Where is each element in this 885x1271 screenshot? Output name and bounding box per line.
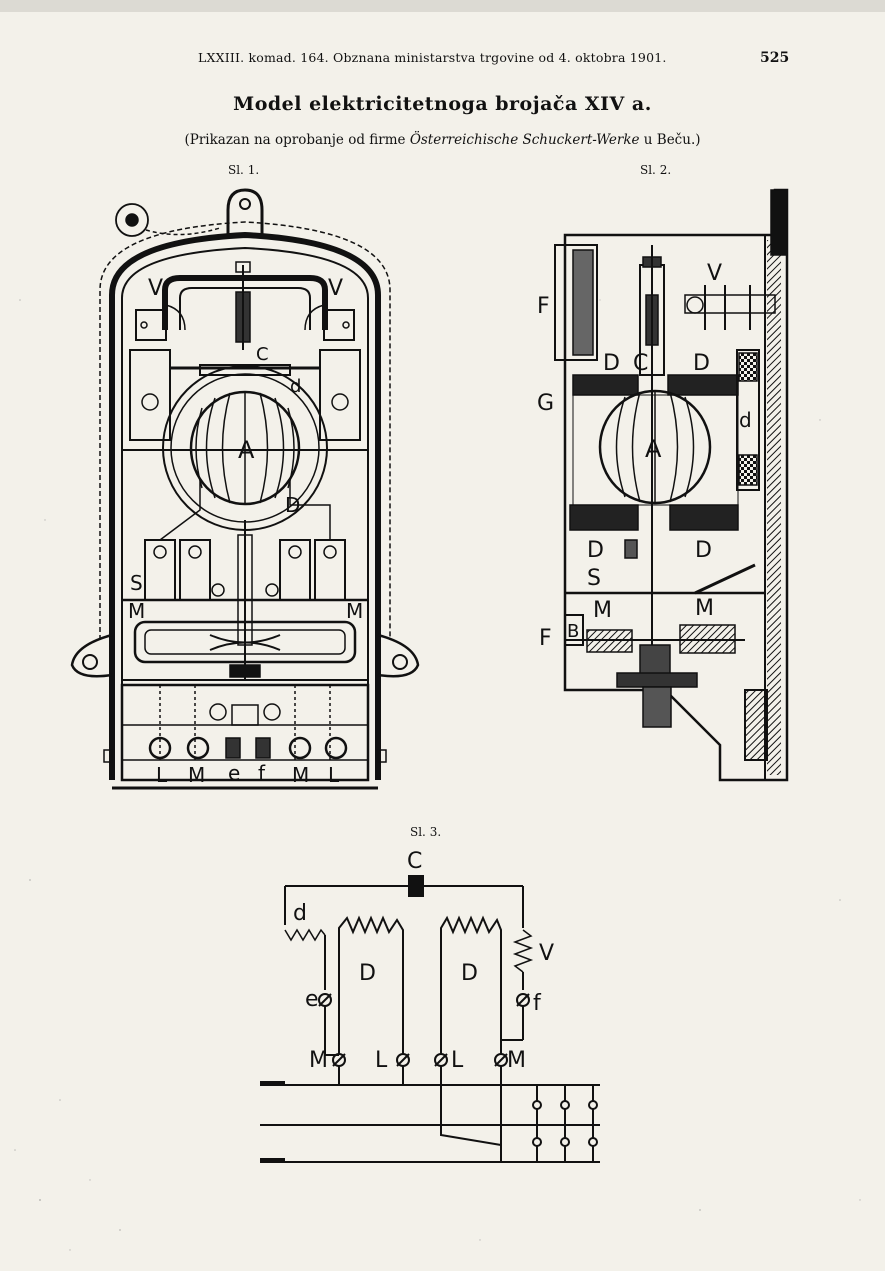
fig1-label-d: d: [290, 376, 301, 397]
fig2-label-c: C: [633, 351, 648, 376]
fig1-label-e: e: [228, 761, 240, 785]
fig2-label-f2: F: [539, 626, 552, 651]
fig2-label-g: G: [537, 391, 554, 416]
fig3-label-m2: M: [507, 1048, 526, 1073]
fig3-label-d1: D: [359, 961, 376, 986]
fig2-label-s: S: [587, 566, 601, 591]
fig3-label-v: V: [539, 941, 554, 966]
running-head: LXXIII. komad. 164. Obznana ministarstva…: [198, 50, 667, 65]
fig3-label-e: e: [305, 987, 319, 1012]
fig3-label-c: C: [407, 849, 422, 874]
page-number: 525: [760, 50, 790, 66]
fig2-label-d1-top: D: [603, 351, 620, 376]
fig1-label-m-right: M: [346, 599, 363, 623]
subtitle-firm: Österreichische Schuckert-Werke: [409, 132, 640, 148]
fig1-label-m2: M: [292, 763, 309, 787]
fig2-label-d1-bottom: D: [587, 538, 604, 563]
fig2-label-f1: F: [537, 294, 550, 319]
fig2-label-a: A: [645, 435, 662, 463]
fig1-label-l2: L: [328, 763, 340, 787]
fig1-label-s: S: [130, 571, 143, 595]
fig1-label-c: C: [256, 344, 269, 365]
fig2-label-v: V: [707, 261, 722, 286]
fig3-label-l1: L: [375, 1048, 388, 1073]
document-subtitle: (Prikazan na oprobanje od firme Österrei…: [0, 132, 885, 148]
fig2-label-m-right: M: [695, 596, 714, 621]
fig1-caption: Sl. 1.: [228, 163, 260, 177]
fig1-label-v-left: V: [148, 276, 163, 301]
fig3-label-m1: M: [309, 1048, 328, 1073]
fig3-caption: Sl. 3.: [410, 825, 442, 839]
subtitle-after: u Beču.): [639, 132, 701, 148]
fig1-label-f: f: [258, 761, 266, 785]
fig3-label-d: d: [293, 901, 307, 926]
figure-2-meter-side: V F D C D G A d D D S F B M M: [537, 188, 789, 782]
fig3-label-d2: D: [461, 961, 478, 986]
fig1-label-l1: L: [156, 763, 168, 787]
figure-1-meter-front: V V C d A D S M M L M e f M L: [70, 188, 420, 790]
fig2-label-d2-bottom: D: [695, 538, 712, 563]
fig2-caption: Sl. 2.: [640, 163, 672, 177]
fig2-label-d2-top: D: [693, 351, 710, 376]
fig3-label-f: f: [533, 991, 542, 1016]
fig2-label-d: d: [739, 408, 752, 432]
fig2-label-b: B: [567, 621, 579, 642]
document-title: Model elektricitetnoga brojača XIV a.: [233, 93, 652, 115]
fig2-label-m-left: M: [593, 598, 612, 623]
fig1-label-a: A: [238, 436, 255, 464]
figure-3-wiring-diagram: C d D D V e f M L L M: [260, 849, 600, 1163]
fig3-label-l2: L: [451, 1048, 464, 1073]
fig1-label-d-big: D: [285, 493, 300, 517]
fig1-label-m1: M: [188, 763, 205, 787]
fig1-label-v-right: V: [328, 276, 343, 301]
subtitle-before: (Prikazan na oprobanje od firme: [184, 132, 410, 148]
fig1-label-m-left: M: [128, 599, 145, 623]
